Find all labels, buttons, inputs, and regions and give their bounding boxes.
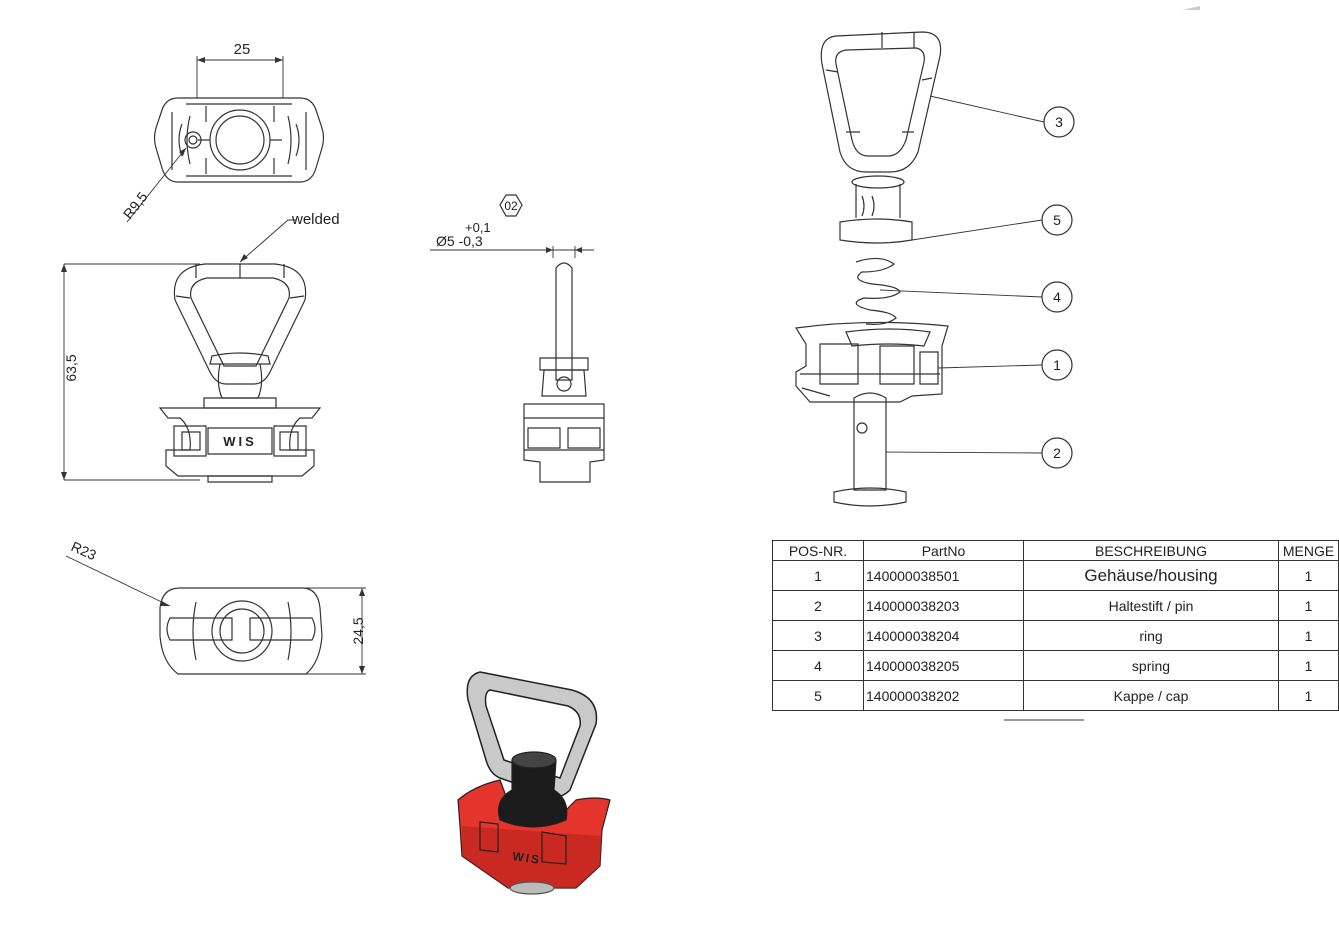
table-row: 2 140000038203 Haltestift / pin 1 bbox=[772, 590, 1339, 621]
pin-tolerance-upper: +0,1 bbox=[465, 220, 491, 235]
table-row: 3 140000038204 ring 1 bbox=[772, 620, 1339, 651]
table-row: 4 140000038205 spring 1 bbox=[772, 650, 1339, 681]
iso-brand-label: WIS bbox=[512, 849, 542, 867]
bom-header-row: POS-NR. PartNo BESCHREIBUNG MENGE bbox=[772, 540, 1339, 561]
position-balloon-1[interactable]: 1 bbox=[1041, 349, 1073, 381]
position-balloon-2[interactable]: 2 bbox=[1041, 437, 1073, 469]
bom-header-quantity: MENGE bbox=[1278, 540, 1339, 561]
exploded-housing bbox=[794, 321, 949, 403]
table-row: 1 140000038501 Gehäuse/housing 1 bbox=[772, 560, 1339, 591]
bom-header-description: BESCHREIBUNG bbox=[1023, 540, 1279, 561]
front-brand-label: WIS bbox=[223, 434, 257, 449]
svg-text:1: 1 bbox=[1053, 357, 1061, 373]
balloon-leaders bbox=[879, 95, 1045, 454]
exploded-cap bbox=[839, 175, 913, 244]
top-view: 25 R9,5 bbox=[120, 41, 325, 223]
svg-text:2: 2 bbox=[1053, 445, 1061, 461]
front-view: WIS 63,5 welded bbox=[61, 211, 340, 483]
front-height-dim: 63,5 bbox=[63, 354, 79, 381]
bom-header-partno: PartNo bbox=[863, 540, 1024, 561]
pin-side-view: 02 +0,1 Ø5 -0,3 bbox=[430, 194, 605, 483]
svg-text:3: 3 bbox=[1055, 114, 1063, 130]
isometric-render: WIS bbox=[457, 671, 611, 895]
top-width-dim: 25 bbox=[234, 41, 251, 58]
welded-note: welded bbox=[291, 211, 340, 228]
svg-text:5: 5 bbox=[1053, 212, 1061, 228]
exploded-pin bbox=[833, 392, 907, 507]
pin-tag: 02 bbox=[504, 199, 518, 213]
table-row: 5 140000038202 Kappe / cap 1 bbox=[772, 680, 1339, 711]
position-balloon-3[interactable]: 3 bbox=[1043, 106, 1075, 138]
svg-text:4: 4 bbox=[1053, 289, 1061, 305]
position-balloon-5[interactable]: 5 bbox=[1041, 204, 1073, 236]
bom-header-pos: POS-NR. bbox=[772, 540, 864, 561]
pin-diameter-dim: Ø5 -0,3 bbox=[436, 233, 483, 249]
position-balloon-4[interactable]: 4 bbox=[1041, 281, 1073, 313]
exploded-view: 3 5 4 1 2 bbox=[794, 31, 1075, 507]
bottom-depth-dim: 24,5 bbox=[350, 617, 366, 644]
exploded-spring bbox=[855, 257, 901, 325]
top-radius-dim: R9,5 bbox=[120, 189, 151, 222]
bottom-view: 24,5 R23 bbox=[65, 538, 366, 675]
bill-of-materials: POS-NR. PartNo BESCHREIBUNG MENGE 1 1400… bbox=[772, 540, 1339, 711]
exploded-ring bbox=[820, 31, 942, 173]
